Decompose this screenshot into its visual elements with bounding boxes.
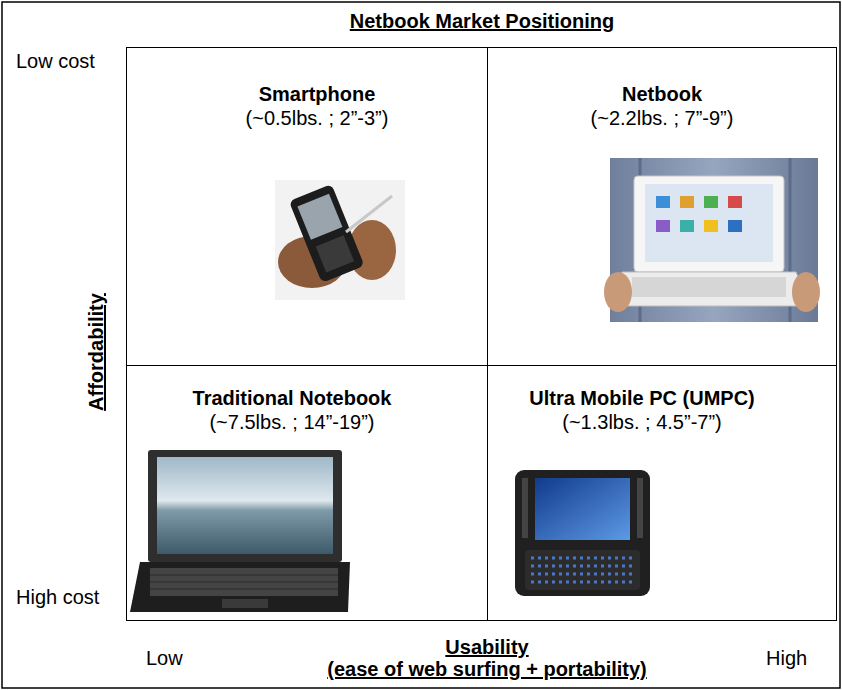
quadrant-text: Traditional Notebook(~7.5lbs. ; 14”-19”)	[127, 366, 487, 434]
quadrant-cell: Traditional Notebook(~7.5lbs. ; 14”-19”)	[126, 365, 488, 621]
notebook-base	[130, 562, 350, 612]
screen-icon	[728, 220, 742, 232]
screen-icon	[680, 196, 694, 208]
hand	[792, 272, 820, 312]
netbook-keyboard	[632, 277, 786, 297]
notebook-lid	[148, 450, 342, 562]
quadrant-heading: Netbook	[488, 82, 836, 106]
umpc-photo	[515, 470, 650, 596]
quadrant-cell: Smartphone(~0.5lbs. ; 2”-3”)	[126, 47, 488, 366]
keyboard-rows	[150, 575, 338, 589]
quadrant-text: Smartphone(~0.5lbs. ; 2”-3”)	[127, 48, 487, 130]
screen-icon	[728, 196, 742, 208]
netbook-screen	[645, 184, 773, 262]
axis-end-label: Low	[146, 647, 183, 669]
notebook-screen	[157, 457, 333, 554]
stylus	[346, 196, 392, 232]
device-specs: (~2.2lbs. ; 7”-9”)	[488, 106, 836, 130]
screen-icon	[704, 196, 718, 208]
umpc-grip	[522, 478, 528, 538]
netbook-lid	[634, 176, 784, 272]
axis-title: Affordability	[85, 293, 107, 411]
quadrant-heading: Traditional Notebook	[127, 386, 457, 410]
axis-end-label: Low cost	[16, 50, 95, 72]
quadrant-text: Ultra Mobile PC (UMPC)(~1.3lbs. ; 4.5”-7…	[488, 366, 836, 434]
photo-ground	[275, 180, 405, 300]
umpc-body	[515, 470, 650, 596]
device-specs: (~7.5lbs. ; 14”-19”)	[127, 410, 457, 434]
traditional-notebook-photo	[130, 450, 350, 612]
screen-icon	[704, 220, 718, 232]
umpc-keys	[531, 558, 635, 582]
chart-title: Netbook Market Positioning	[127, 9, 837, 33]
smartphone-photo	[275, 180, 405, 300]
axis-end-label: High	[766, 647, 807, 669]
umpc-screen	[535, 478, 630, 540]
umpc-grip	[637, 478, 643, 538]
axis-title: Usability	[237, 636, 737, 658]
screen-icon	[656, 220, 670, 232]
netbook-base	[608, 272, 810, 306]
quadrant-text: Netbook(~2.2lbs. ; 7”-9”)	[488, 48, 836, 130]
quadrant-heading: Smartphone	[147, 82, 487, 106]
axis-end-label: High cost	[16, 586, 99, 608]
hand	[604, 272, 632, 312]
notebook-keyboard	[150, 568, 338, 596]
quadrant-cell: Ultra Mobile PC (UMPC)(~1.3lbs. ; 4.5”-7…	[487, 365, 837, 621]
touchpad	[222, 599, 268, 608]
device-specs: (~0.5lbs. ; 2”-3”)	[147, 106, 487, 130]
device-specs: (~1.3lbs. ; 4.5”-7”)	[488, 410, 796, 434]
axis-subtitle: (ease of web surfing + portability)	[187, 658, 787, 680]
quadrant-heading: Ultra Mobile PC (UMPC)	[488, 386, 796, 410]
umpc-keyboard	[525, 550, 640, 590]
phone-case	[289, 184, 365, 283]
phone-screen	[297, 194, 342, 240]
screen-icon	[680, 220, 694, 232]
phone-body	[289, 184, 365, 283]
phone-keypad	[316, 235, 354, 272]
screen-icon	[656, 196, 670, 208]
quadrant-cell: Netbook(~2.2lbs. ; 7”-9”)	[487, 47, 837, 366]
netbook-photo	[604, 158, 820, 322]
